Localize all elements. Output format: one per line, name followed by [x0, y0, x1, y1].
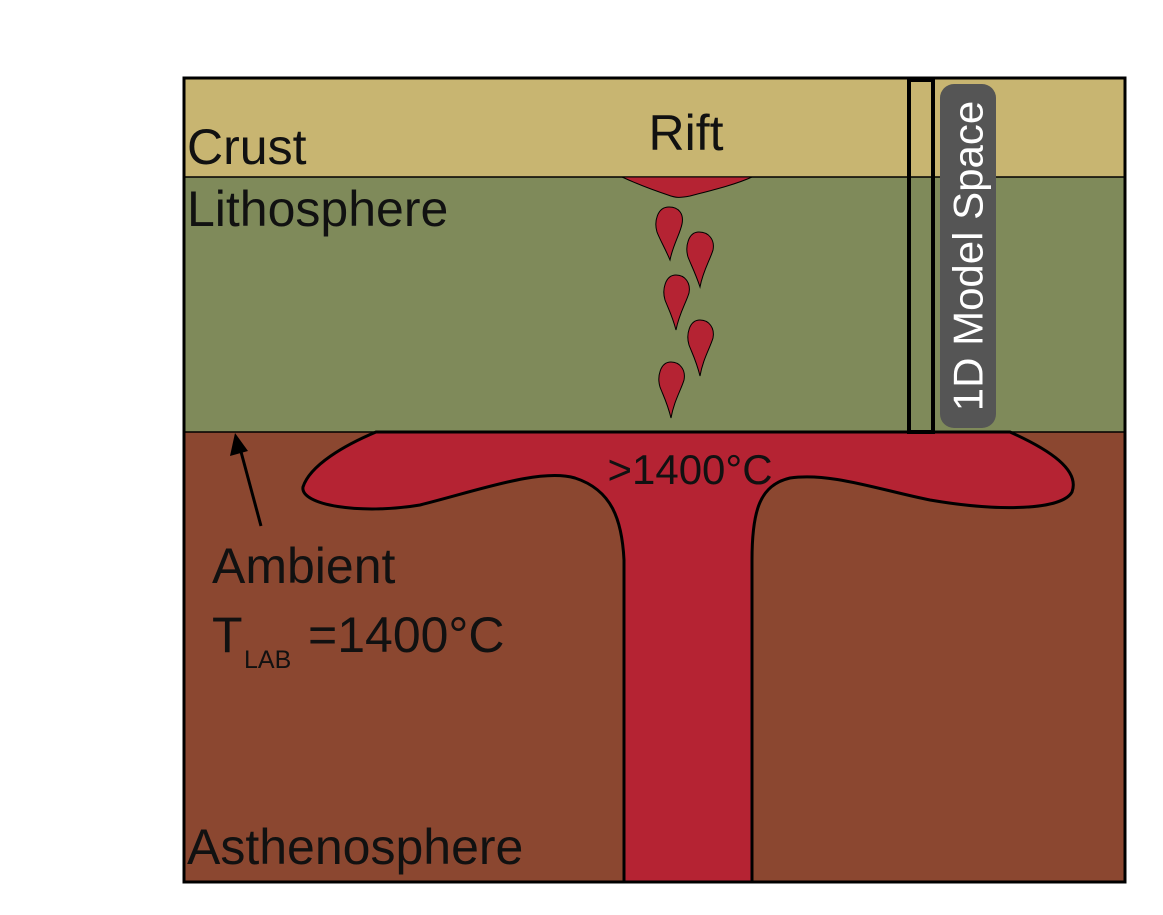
- rift-melt-lens: [621, 176, 753, 198]
- model-space-label: 1D Model Space: [945, 101, 992, 412]
- rift-label: Rift: [649, 105, 724, 161]
- model-space-box: [940, 84, 996, 428]
- melt-droplet: [686, 231, 714, 289]
- lab-arrow-head: [230, 433, 248, 456]
- melt-droplets: [655, 206, 714, 419]
- melt-droplet: [658, 361, 685, 419]
- frame: [182, 76, 1127, 884]
- mantle-plume: [301, 430, 1075, 884]
- melt-droplet: [655, 206, 683, 262]
- lab-arrow-shaft: [238, 447, 263, 527]
- melt-droplet: [663, 274, 690, 331]
- lithosphere-label: Lithosphere: [187, 181, 448, 237]
- melt-droplet: [687, 319, 714, 377]
- asthenosphere-label: Asthenosphere: [187, 819, 523, 875]
- plume-temperature-label: >1400°C: [607, 446, 772, 493]
- tlab-symbol: T: [212, 607, 243, 663]
- crust-label: Crust: [187, 119, 307, 175]
- ambient-label: Ambient: [212, 538, 396, 594]
- model-column: [907, 78, 935, 434]
- tlab-value: =1400°C: [308, 607, 505, 663]
- tlab-subscript: LAB: [244, 646, 291, 674]
